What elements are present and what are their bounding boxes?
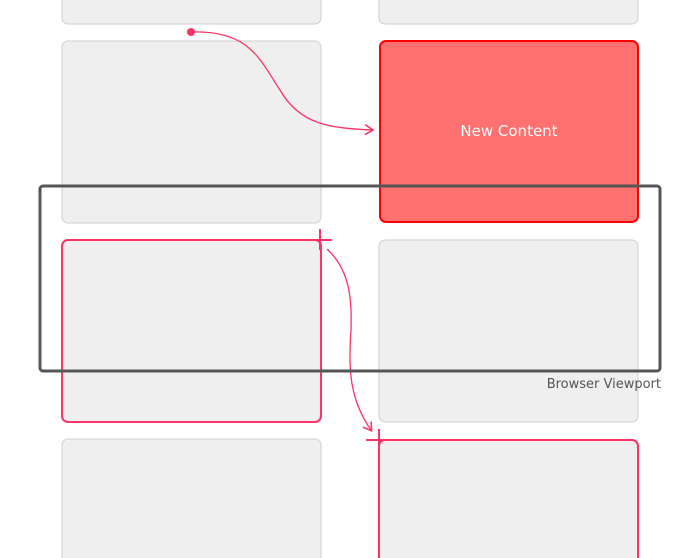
move-arrow-top xyxy=(190,31,375,136)
browser-viewport-frame xyxy=(38,184,662,373)
new-content-card xyxy=(379,40,639,223)
card-top-right xyxy=(378,0,639,25)
card-row3-left-recycled xyxy=(61,239,322,423)
crosshair-marker-target xyxy=(366,429,390,450)
card-row2-left xyxy=(61,40,322,224)
new-content-label: New Content xyxy=(460,122,557,140)
card-row3-right xyxy=(378,239,639,423)
viewport-label: Browser Viewport xyxy=(547,377,661,392)
card-row4-left xyxy=(61,438,322,558)
move-arrow-bottom xyxy=(326,248,373,433)
card-row4-right-target xyxy=(378,439,639,558)
crosshair-marker-origin xyxy=(310,229,332,250)
card-top-left xyxy=(61,0,322,25)
